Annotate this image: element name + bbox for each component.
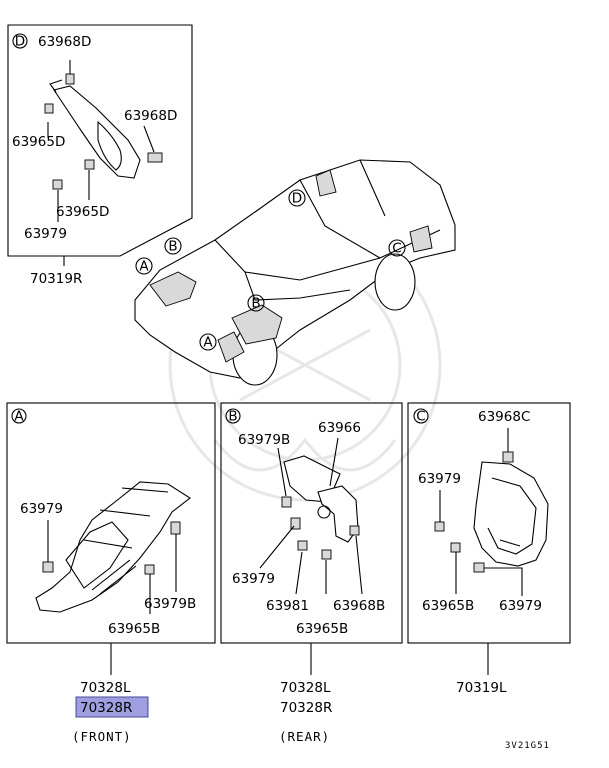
- part-label-63965d-bottom: 63965D: [56, 204, 109, 220]
- rear-right-liner-drawing: [434, 451, 549, 573]
- car-drawing: A B D C B A: [134, 159, 456, 386]
- front-liner-drawing: [35, 481, 191, 613]
- assembly-label-70328l-b: 70328L: [280, 680, 331, 696]
- highlighted-part-box[interactable]: [75, 696, 149, 718]
- panel-d: D 63968D 63965D 63968D 63965D 63979 7031…: [7, 24, 193, 287]
- panel-c-frame: [407, 402, 571, 644]
- panel-c: C 63968C 63979 63965B 63979 70319L: [407, 402, 571, 696]
- diagram-code: 3V21G51: [505, 741, 550, 751]
- assembly-label-70328l-a: 70328L: [80, 680, 131, 696]
- part-label-63979b-b: 63979B: [238, 432, 290, 448]
- part-label-63965b-a: 63965B: [108, 621, 160, 637]
- caption-rear: (REAR): [279, 729, 330, 744]
- panel-a: A 63979 63979B 63965B 70328L 70328R (FRO…: [6, 402, 216, 744]
- part-label-63979: 63979: [24, 226, 67, 242]
- car-callout-c: C: [392, 241, 401, 257]
- panel-a-callout-letter: A: [14, 409, 24, 425]
- assembly-label-70319r: 70319R: [30, 271, 82, 287]
- part-label-63979-c-lower: 63979: [499, 598, 542, 614]
- assembly-label-70328r-b: 70328R: [280, 700, 332, 716]
- car-callout-d: D: [292, 191, 302, 207]
- part-label-63968d-top: 63968D: [38, 34, 91, 50]
- part-label-63979-c-upper: 63979: [418, 471, 461, 487]
- part-label-63968d-right: 63968D: [124, 108, 177, 124]
- rear-liner-drawing: [281, 455, 360, 560]
- bracket-part-drawing: [44, 73, 163, 190]
- panel-c-callout-letter: C: [416, 409, 425, 425]
- car-callout-a-wheel: A: [203, 335, 213, 351]
- caption-front: (FRONT): [72, 729, 132, 744]
- part-label-63979-b: 63979: [232, 571, 275, 587]
- assembly-label-70319l: 70319L: [456, 680, 507, 696]
- panel-d-frame: [7, 24, 193, 257]
- part-label-63979-a: 63979: [20, 501, 63, 517]
- car-callout-a-front: A: [139, 259, 149, 275]
- panel-b-callout-letter: B: [228, 409, 237, 425]
- car-callout-b-wheel: B: [251, 296, 260, 312]
- assembly-label-70328r-a-highlighted[interactable]: 70328R: [80, 700, 132, 716]
- panel-d-callout-letter: D: [15, 34, 25, 50]
- car-callout-b-top: B: [168, 239, 177, 255]
- part-label-63979b-a: 63979B: [144, 596, 196, 612]
- part-label-63965d-left: 63965D: [12, 134, 65, 150]
- panel-d-callout: [12, 33, 28, 49]
- part-label-63981: 63981: [266, 598, 309, 614]
- part-label-63966: 63966: [318, 420, 361, 436]
- part-label-63965b-b: 63965B: [296, 621, 348, 637]
- panel-b: B 63979B 63966 63979 63981 63968B 63965B…: [220, 402, 403, 744]
- part-label-63965b-c: 63965B: [422, 598, 474, 614]
- part-label-63968b: 63968B: [333, 598, 385, 614]
- part-label-63968c: 63968C: [478, 409, 530, 425]
